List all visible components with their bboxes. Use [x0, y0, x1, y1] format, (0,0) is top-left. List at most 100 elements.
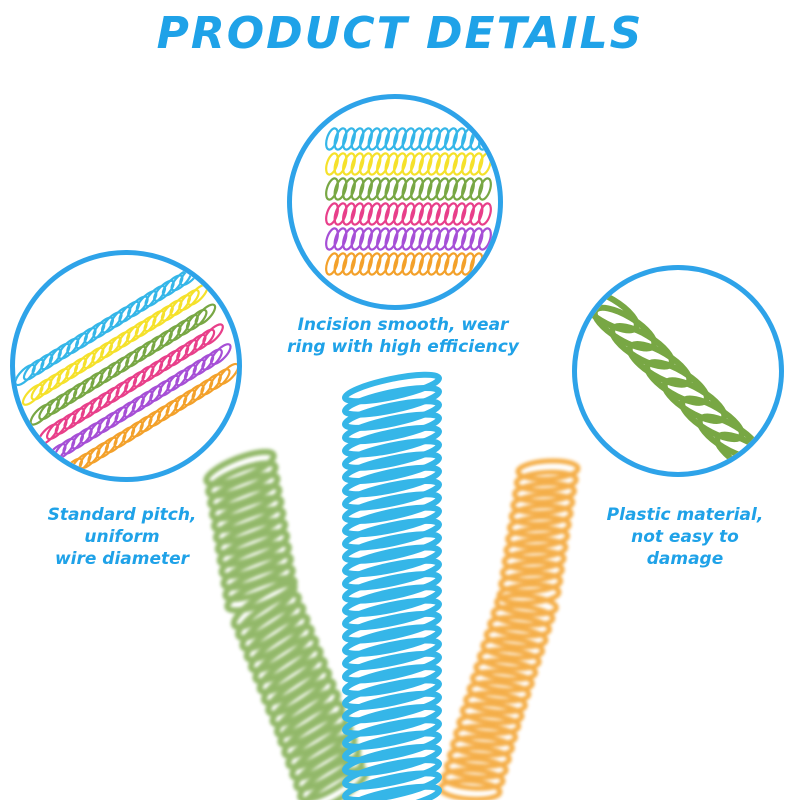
coil-loop — [461, 202, 475, 226]
coil-loop — [410, 252, 424, 276]
blue-spring-loop — [342, 770, 442, 800]
blue-spring-loop — [342, 451, 442, 485]
blue-spring-loop — [342, 664, 442, 697]
coil-loop — [393, 252, 407, 276]
orange-spring-loop — [505, 525, 571, 550]
orange-spring-loop — [515, 458, 581, 482]
caption-line: damage — [646, 549, 724, 569]
coil-loop — [393, 202, 407, 226]
blue-spring-loop — [342, 610, 442, 644]
coil-loop — [444, 177, 458, 201]
blue-spring-loop — [342, 730, 442, 764]
coil-loop — [210, 343, 232, 366]
orange-spring-loop — [446, 745, 512, 769]
coil-loop — [217, 362, 237, 386]
coil-loop — [333, 152, 348, 176]
coil-loop — [186, 283, 209, 306]
coil-loop — [478, 177, 492, 201]
coil-loop — [350, 152, 365, 176]
coil-loop — [367, 177, 382, 201]
blue-spring-loop — [342, 677, 442, 711]
blue-spring-loop — [342, 757, 442, 790]
coil-loop — [333, 177, 348, 201]
coil-loop — [359, 177, 373, 201]
orange-spring-loop — [499, 559, 565, 583]
coil-loop — [376, 227, 390, 251]
coil-loop — [410, 177, 424, 201]
coil-loop — [469, 127, 484, 151]
coil-loop — [478, 227, 492, 251]
caption-incision-smooth: Incision smooth, wear ring with high eff… — [258, 314, 548, 358]
coil-loop — [452, 252, 467, 276]
page-title: PRODUCT DETAILS — [156, 8, 644, 59]
coil-loop — [376, 177, 390, 201]
coil-loop — [350, 127, 365, 151]
coil-loop — [342, 202, 356, 226]
blue-spring-loop — [342, 783, 442, 800]
blue-spring-loop — [342, 717, 442, 750]
coil-loop — [452, 177, 467, 201]
coil-loop — [342, 227, 356, 251]
coil-loop — [359, 202, 373, 226]
coil-loop — [350, 252, 365, 276]
coil-loop — [342, 127, 356, 151]
coil-loop — [461, 177, 475, 201]
orange-spring-loop — [476, 647, 542, 672]
orange-spring-loop — [440, 767, 506, 791]
coil-loop — [384, 152, 399, 176]
blue-spring-loop — [342, 650, 442, 684]
coil-loop — [367, 152, 382, 176]
orange-spring-loop — [456, 712, 522, 737]
coil-loop — [333, 127, 348, 151]
coil-loop — [418, 202, 433, 226]
coil-loop — [393, 227, 407, 251]
coil-loop — [418, 127, 433, 151]
coil-loop — [393, 177, 407, 201]
coil-loop — [384, 227, 399, 251]
coil-loop — [367, 227, 382, 251]
coil-loop — [333, 252, 348, 276]
blue-spring-loop — [342, 557, 442, 591]
coil-loop — [333, 227, 348, 251]
coil-loop — [444, 202, 458, 226]
orange-spring-loop — [453, 723, 519, 748]
coil-loop — [444, 127, 458, 151]
coil-loop — [384, 202, 399, 226]
orange-spring-loop — [483, 625, 549, 650]
coil-loop — [418, 177, 433, 201]
green-spring-hero — [203, 448, 370, 800]
coil-loop — [393, 127, 407, 151]
orange-spring-loop — [498, 570, 564, 595]
blue-spring-loop — [342, 690, 442, 724]
coil-loop — [401, 252, 416, 276]
coil-loop — [435, 252, 450, 276]
coil-loop — [325, 177, 339, 201]
coil-loop — [325, 202, 339, 226]
coil-loop — [325, 152, 339, 176]
orange-spring-loop — [480, 636, 546, 661]
blue-spring-loop — [342, 703, 442, 737]
coil-loop — [367, 252, 382, 276]
caption-line: not easy to — [631, 527, 739, 547]
coil-loop — [401, 152, 416, 176]
single-green-coil-icon — [577, 286, 779, 472]
top-detail-circle — [287, 94, 503, 310]
coil-loop — [350, 227, 365, 251]
coil-loop — [179, 263, 201, 287]
coil-loop — [410, 152, 424, 176]
blue-spring-loop — [342, 571, 442, 604]
coil-loop — [342, 177, 356, 201]
orange-spring-loop — [473, 658, 539, 682]
coil-loop — [469, 252, 484, 276]
coil-loop — [452, 227, 467, 251]
coil-loop — [325, 127, 339, 151]
left-detail-circle — [10, 250, 242, 482]
coil-loop — [452, 127, 467, 151]
coil-loop — [469, 202, 484, 226]
caption-plastic-material: Plastic material, not easy to damage — [585, 504, 785, 570]
coil-loop — [194, 303, 217, 326]
coil-loop — [427, 152, 441, 176]
coil-loop — [452, 202, 467, 226]
blue-spring-loop — [342, 544, 442, 578]
orange-spring-loop — [506, 514, 572, 538]
